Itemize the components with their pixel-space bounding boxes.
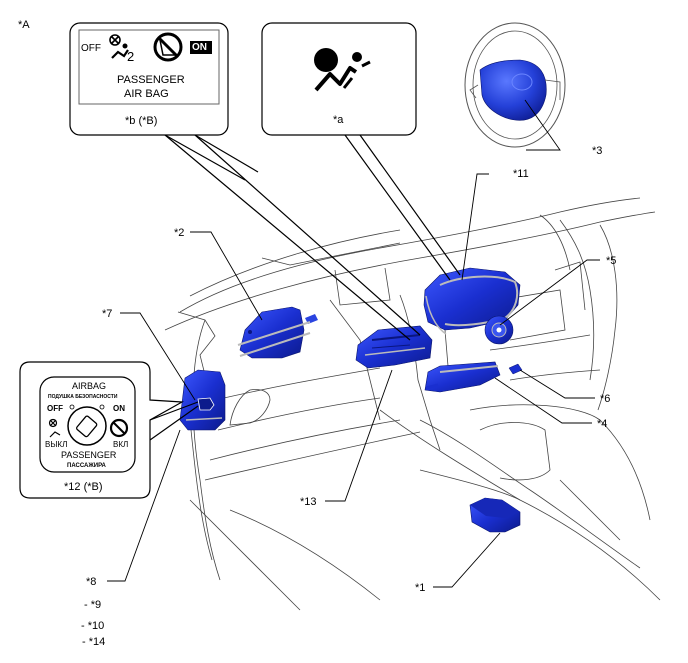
callout-b-label: *b (*B) <box>125 115 158 127</box>
passenger-text: PASSENGER <box>117 74 185 86</box>
label-2: *2 <box>174 227 185 239</box>
callout-b-leader <box>164 134 421 341</box>
leader-lines <box>107 99 600 588</box>
label-13: *13 <box>300 496 317 508</box>
label-8: *8 <box>86 576 97 588</box>
off-text: OFF <box>81 43 101 54</box>
part-1-airbag-sensor-assembly <box>469 497 521 533</box>
switch-title-ru: ПОДУШКА БЕЗОПАСНОСТИ <box>48 394 118 400</box>
steering-wheel-illustration <box>464 22 566 148</box>
child-seat-prohibited-icon <box>109 418 129 438</box>
part-7-switch-housing <box>179 369 226 431</box>
airbag-text: AIR BAG <box>124 88 169 100</box>
leader-3 <box>524 99 561 151</box>
label-6: *6 <box>600 393 611 405</box>
callout-12-switch-panel <box>19 361 185 499</box>
leader-6 <box>519 369 595 399</box>
part-3-steering-wheel-airbag <box>479 59 547 121</box>
label-11: *11 <box>513 168 529 180</box>
child-seat-prohibited-icon <box>153 32 183 62</box>
airbag-off-occupant-icon <box>48 418 61 438</box>
label-5: *5 <box>606 255 617 267</box>
dashboard-outline <box>164 197 661 611</box>
part-6-sensor <box>508 363 523 375</box>
on-text: ON <box>192 42 207 53</box>
label-10: - *10 <box>81 620 105 632</box>
leader-8 <box>107 429 181 582</box>
label-9: - *9 <box>84 599 102 611</box>
switch-off-ru: ВЫКЛ <box>45 440 68 449</box>
leader-2 <box>190 231 263 321</box>
airbag-off-occupant-icon <box>109 34 129 59</box>
leader-11 <box>461 173 489 281</box>
leader-5 <box>499 259 600 326</box>
callout-b-panel: 2 <box>69 22 229 136</box>
switch-on-text: ON <box>113 404 125 413</box>
label-4: *4 <box>597 418 608 430</box>
switch-passenger-text: PASSENGER <box>61 450 117 460</box>
part-13-center-module <box>355 325 433 369</box>
svg-text:2: 2 <box>127 49 134 64</box>
leader-7 <box>120 312 196 401</box>
srs-airbag-warning-icon <box>314 48 371 92</box>
callout-b-pointer <box>194 134 259 173</box>
callout-b-pointer <box>164 134 246 181</box>
callout-12-leader <box>149 405 199 441</box>
callout-a-leader <box>344 134 461 281</box>
label-7: *7 <box>102 308 113 320</box>
part-4-knee-airbag <box>424 361 501 393</box>
callout-a-panel <box>261 22 417 136</box>
switch-passenger-ru: ПАССАЖИРА <box>67 463 106 469</box>
label-1: *1 <box>415 582 426 594</box>
part-5-spiral-cable <box>484 315 514 345</box>
callout-a-label: *a <box>333 114 344 126</box>
leader-4 <box>494 377 592 424</box>
switch-title: AIRBAG <box>72 381 107 391</box>
part-2-passenger-airbag <box>237 306 318 359</box>
switch-on-ru: ВКЛ <box>113 440 129 449</box>
leader-13 <box>325 369 393 502</box>
part-11-combination-meter <box>423 267 521 335</box>
switch-off-text: OFF <box>47 404 63 413</box>
view-label: *A <box>18 19 30 31</box>
leader-1 <box>433 532 501 588</box>
label-3: *3 <box>592 145 603 157</box>
label-14: - *14 <box>82 636 106 648</box>
callout-12-leader <box>149 401 199 421</box>
callout-12-label: *12 (*B) <box>64 481 103 493</box>
